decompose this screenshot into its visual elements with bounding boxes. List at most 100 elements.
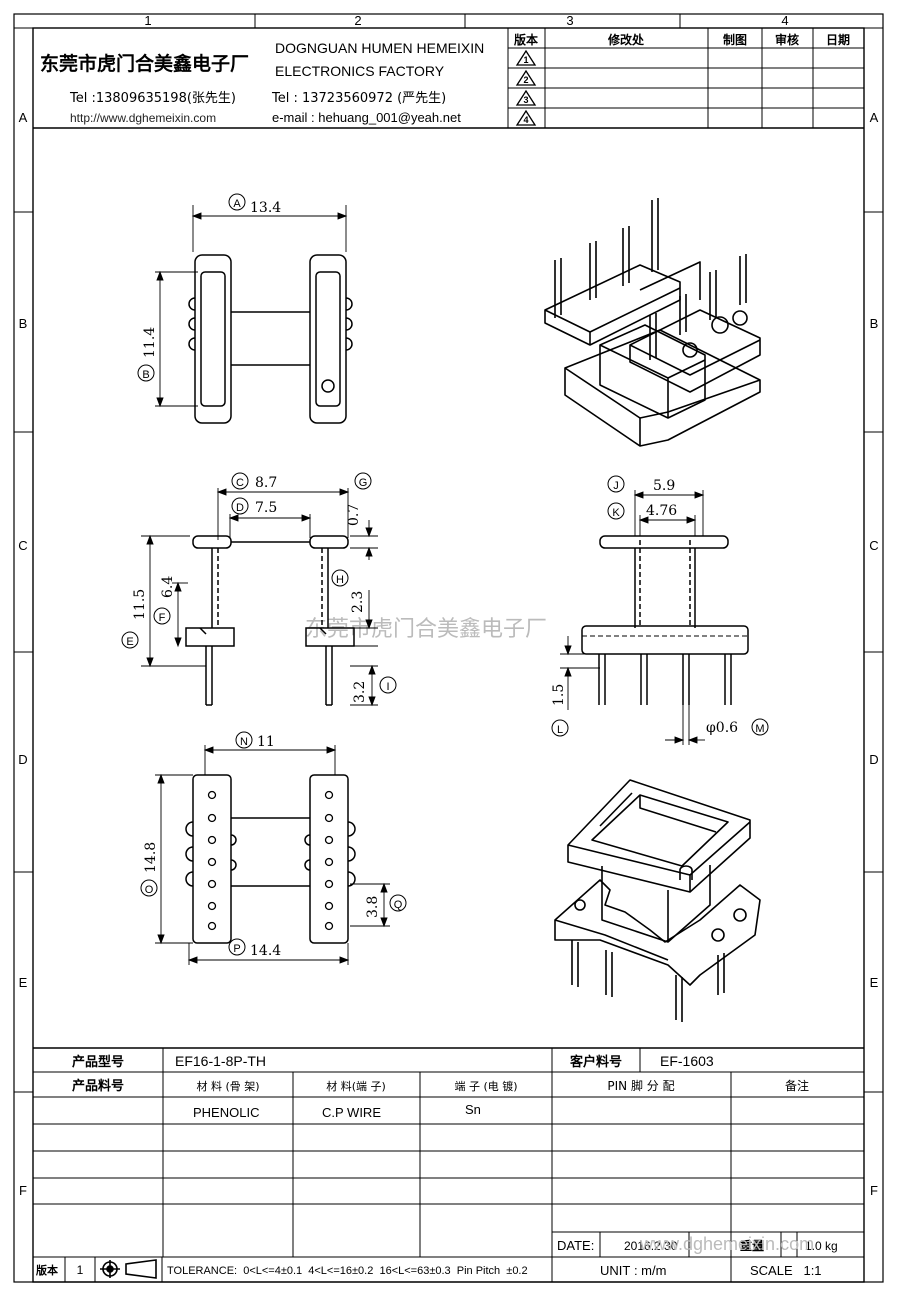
row-label-b-left: B <box>19 316 28 331</box>
col-pin-plating: 端 子 (电 镀) <box>454 1079 517 1093</box>
company-name-en-2: ELECTRONICS FACTORY <box>275 63 445 79</box>
col-label-4: 4 <box>781 13 788 28</box>
row-label-d-left: D <box>18 752 27 767</box>
svg-text:K: K <box>612 507 620 519</box>
weight-value: 1.0 kg <box>805 1239 838 1253</box>
row-label-e-right: E <box>870 975 879 990</box>
svg-text:P: P <box>233 943 240 955</box>
weight-label: 重量 <box>740 1238 764 1253</box>
dim-m: φ0.6 <box>706 720 738 736</box>
side-view-labels: J 5.9 K 4.76 L 1.5 φ0.6 M <box>551 475 769 737</box>
col-pin-material: 材 料(端 子) <box>326 1079 386 1093</box>
rev-header-version: 版本 <box>514 32 538 47</box>
svg-text:O: O <box>145 884 154 896</box>
version-value: 1 <box>77 1263 84 1277</box>
front-view-labels: C 8.7 D 7.5 G 0.7 H 2.3 I 3.2 E 11.5 F 6… <box>121 472 397 703</box>
dim-o: 14.8 <box>143 842 159 873</box>
top-view <box>188 254 353 424</box>
plating-value: Sn <box>465 1102 481 1117</box>
col-bobbin-material: 材 料 (骨 架) <box>196 1079 259 1093</box>
col-remark: 备注 <box>785 1078 809 1093</box>
dim-d: 7.5 <box>255 500 277 516</box>
svg-text:I: I <box>386 681 389 693</box>
dim-a: 13.4 <box>250 200 281 216</box>
side-view-dims <box>560 490 705 745</box>
svg-text:E: E <box>126 636 133 648</box>
product-model-value: EF16-1-8P-TH <box>175 1053 266 1069</box>
rev-row-2: 2 <box>523 75 528 85</box>
side-view <box>581 535 749 705</box>
rev-header-drawn: 制图 <box>723 32 747 47</box>
top-view-dims <box>155 205 348 408</box>
svg-text:J: J <box>613 480 619 492</box>
dim-c: 8.7 <box>255 475 277 491</box>
row-label-f-left: F <box>19 1183 27 1198</box>
dim-l: 1.5 <box>551 684 567 706</box>
rev-row-3: 3 <box>523 95 528 105</box>
dim-f: 6.4 <box>160 576 176 598</box>
rev-row-4: 4 <box>523 115 528 125</box>
unit-label: UNIT : m/m <box>600 1263 666 1278</box>
version-label: 版本 <box>36 1263 58 1277</box>
bobbin-material-value: PHENOLIC <box>193 1105 259 1120</box>
svg-text:L: L <box>557 724 563 736</box>
rev-header-check: 审核 <box>775 32 799 47</box>
dim-h: 2.3 <box>350 591 366 613</box>
rev-header-change: 修改处 <box>607 32 645 47</box>
dim-i: 3.2 <box>352 681 368 703</box>
top-view-labels: A 13.4 B 11.4 <box>137 193 281 382</box>
title-header: 东莞市虎门合美鑫电子厂 DOGNGUAN HUMEN HEMEIXIN ELEC… <box>33 28 864 129</box>
dim-k: 4.76 <box>646 503 677 519</box>
date-label: DATE: <box>557 1238 594 1253</box>
row-label-a-right: A <box>870 110 879 125</box>
revision-table: 版本 修改处 制图 审核 日期 1 2 3 4 <box>508 28 864 128</box>
isometric-view-top <box>544 198 761 447</box>
watermark-text: 东莞市虎门合美鑫电子厂 <box>305 617 547 642</box>
svg-text:H: H <box>336 574 344 586</box>
col-label-1: 1 <box>144 13 151 28</box>
tel-yan: Tel : 13723560972 (严先生) <box>271 91 446 106</box>
rev-triangles <box>515 49 537 126</box>
product-material-label: 产品料号 <box>72 1078 124 1094</box>
col-label-3: 3 <box>566 13 573 28</box>
website-link[interactable]: http://www.dghemeixin.com <box>70 111 216 125</box>
dim-p: 14.4 <box>250 943 281 959</box>
rev-row-1: 1 <box>523 55 528 65</box>
pin-material-value: C.P WIRE <box>322 1105 381 1120</box>
dim-g: 0.7 <box>346 504 362 526</box>
row-label-b-right: B <box>870 316 879 331</box>
tolerance-text: TOLERANCE: 0<L<=4±0.1 4<L<=16±0.2 16<L<=… <box>167 1265 528 1277</box>
outer-frame <box>13 13 884 1283</box>
svg-text:B: B <box>142 369 149 381</box>
watermark-bottom: www.dghemeixin.com <box>639 1234 814 1254</box>
bottom-view-labels: N 11 O 14.8 P 14.4 Q 3.8 <box>140 731 407 959</box>
dim-n: 11 <box>257 734 275 750</box>
row-label-c-left: C <box>18 538 27 553</box>
svg-text:A: A <box>233 198 241 210</box>
row-label-a-left: A <box>19 110 28 125</box>
email-address[interactable]: e-mail : hehuang_001@yeah.net <box>272 110 461 125</box>
svg-text:C: C <box>236 477 244 489</box>
company-name-en-1: DOGNGUAN HUMEN HEMEIXIN <box>275 40 484 56</box>
col-pin-assignment: PIN 脚 分 配 <box>607 1078 674 1093</box>
rev-header-date: 日期 <box>826 32 850 47</box>
company-name-cn: 东莞市虎门合美鑫电子厂 <box>40 52 249 75</box>
column-labels: 1 2 3 4 <box>144 13 788 28</box>
scale-label: SCALE 1:1 <box>750 1263 822 1278</box>
customer-no-label: 客户料号 <box>570 1054 622 1070</box>
front-view <box>185 535 355 706</box>
title-block: 产品型号 EF16-1-8P-TH 客户料号 EF-1603 产品料号 材 料 … <box>33 1047 864 1282</box>
col-label-2: 2 <box>354 13 361 28</box>
tel-zhang: Tel :13809635198(张先生) <box>69 91 236 106</box>
projection-symbol-icon <box>100 1259 157 1279</box>
svg-text:D: D <box>236 502 244 514</box>
svg-text:M: M <box>755 723 764 735</box>
product-model-label: 产品型号 <box>72 1054 124 1070</box>
svg-text:F: F <box>159 612 166 624</box>
row-label-e-left: E <box>19 975 28 990</box>
bottom-view-dims <box>155 745 390 965</box>
dim-b: 11.4 <box>142 327 158 358</box>
isometric-view-bottom <box>554 779 761 1022</box>
date-value: 2016.2.30 <box>624 1239 678 1253</box>
